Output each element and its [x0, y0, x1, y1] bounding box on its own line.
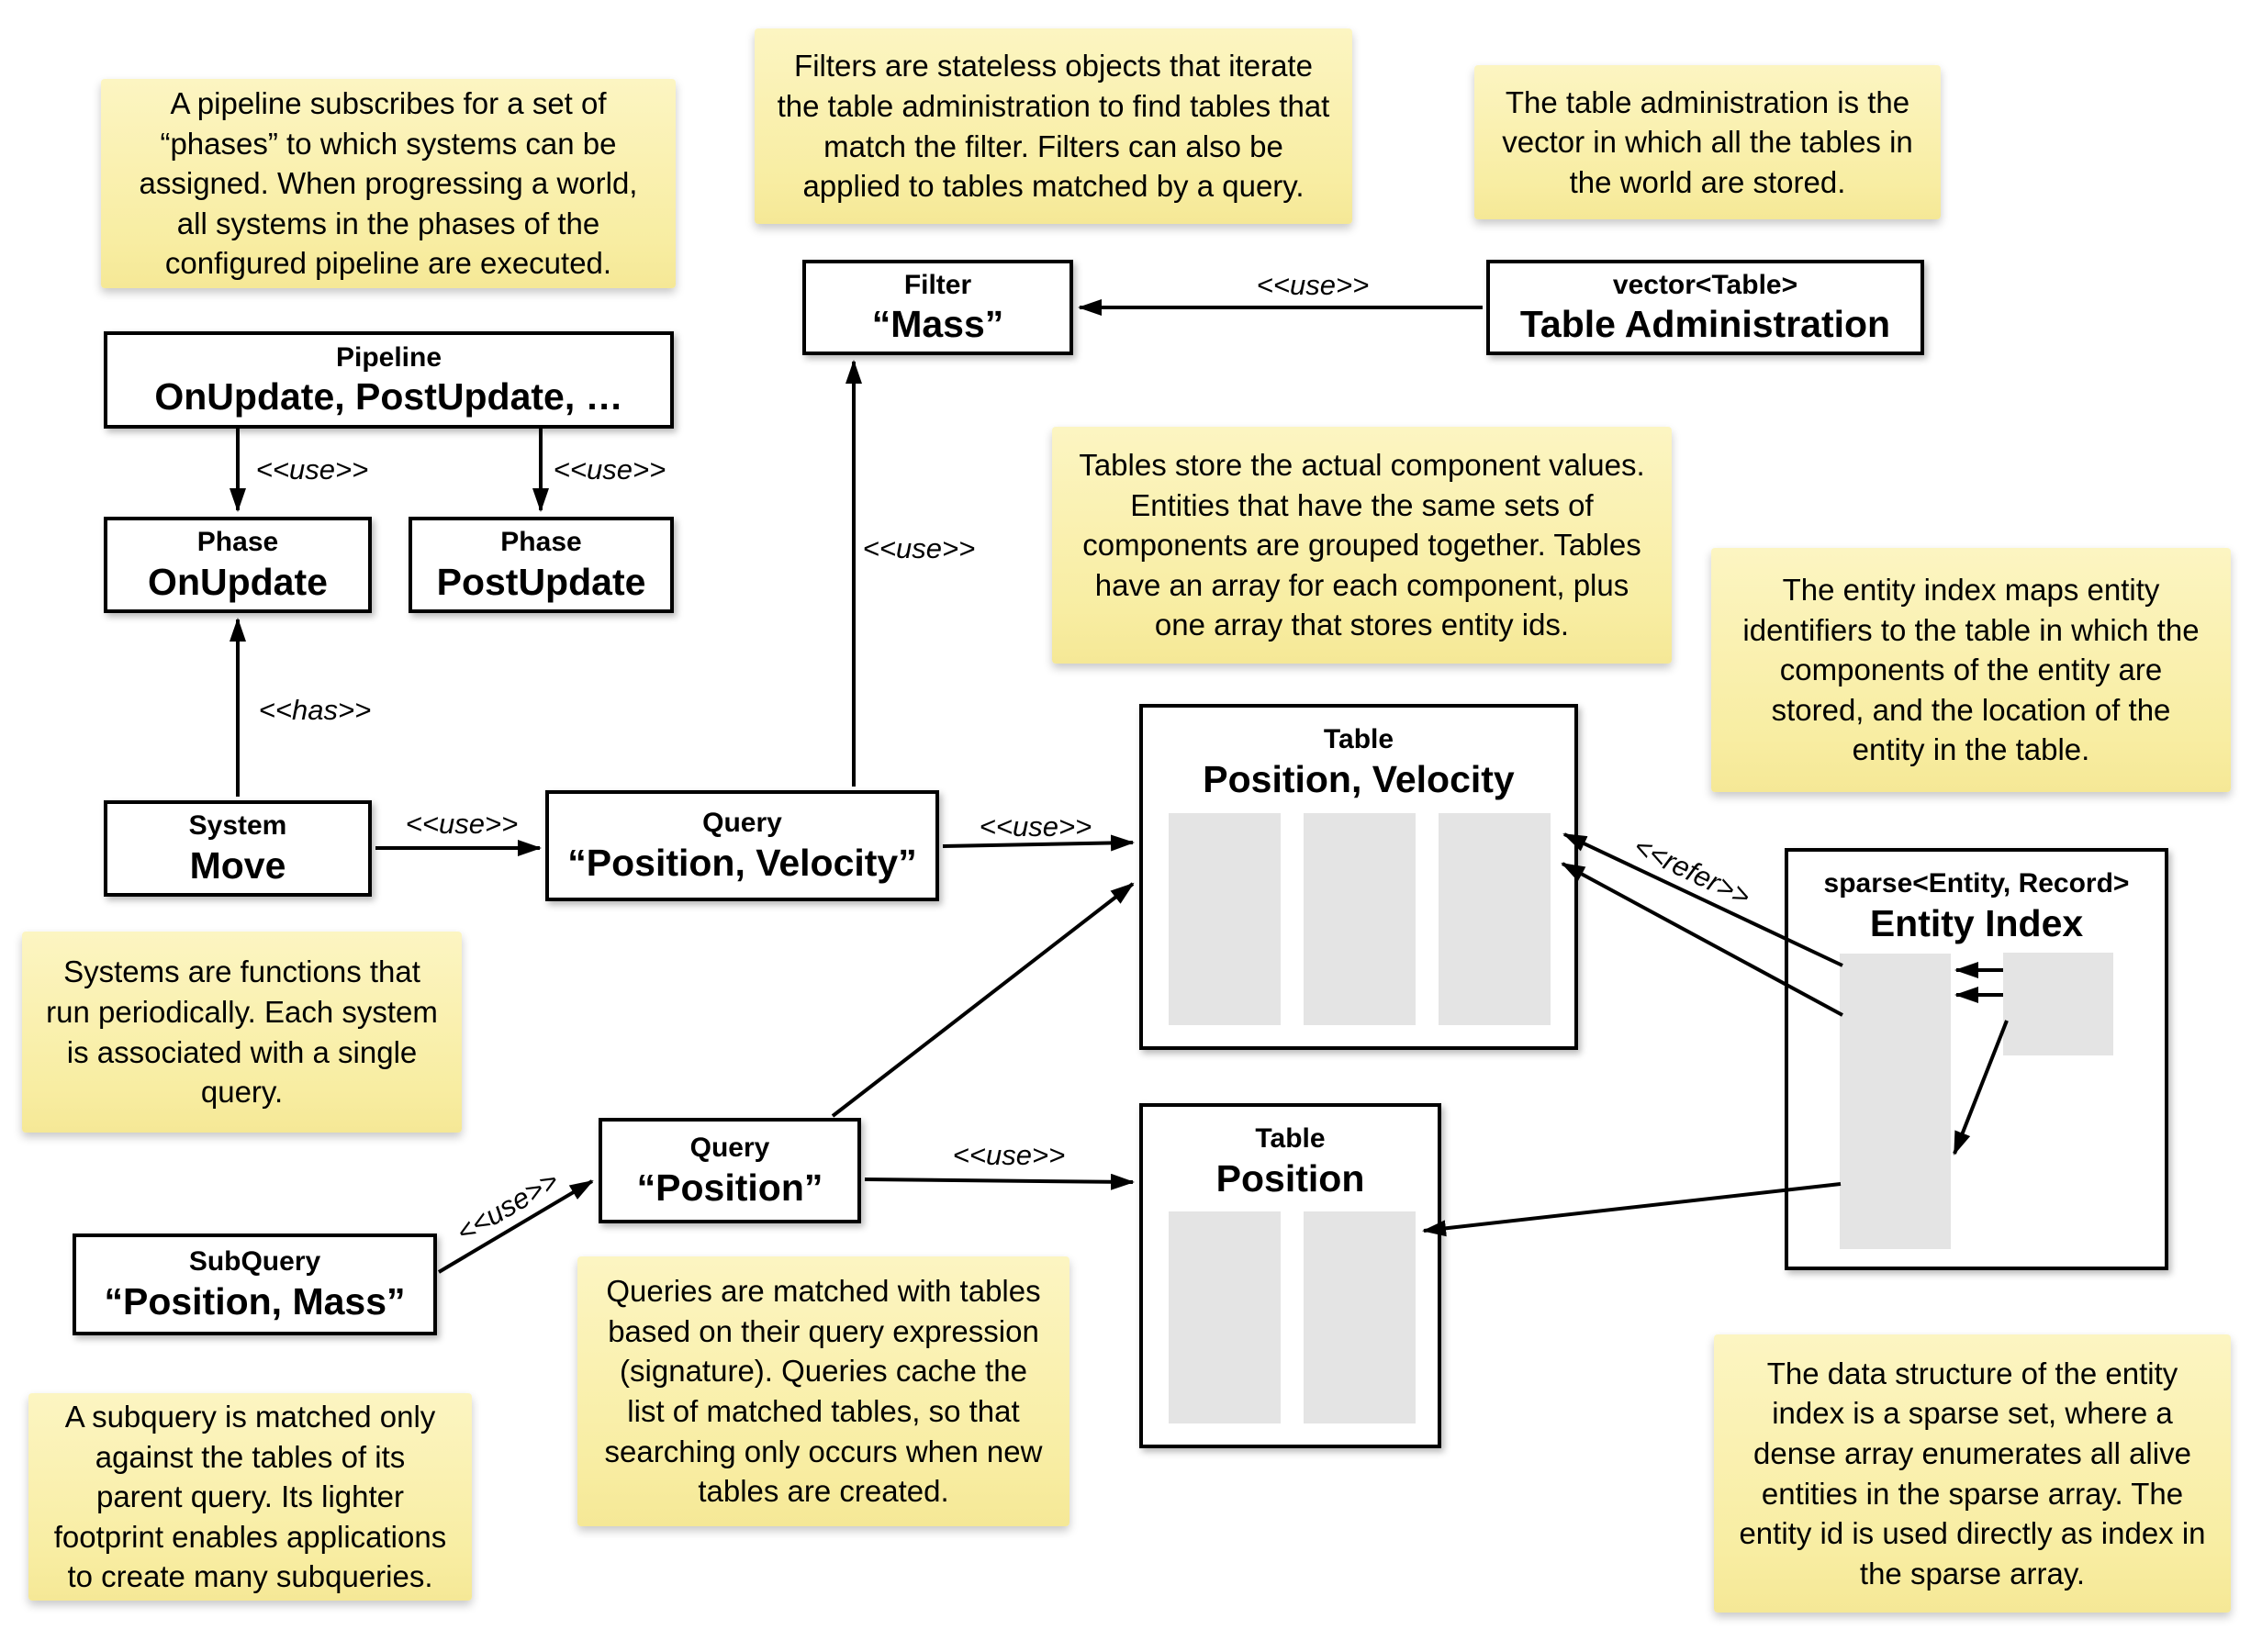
edge-label-refer-entityindex-tablepv: <<refer>>	[1629, 830, 1756, 913]
box-filter-mass-stereotype: Filter	[903, 269, 972, 300]
box-filter-mass: Filter “Mass”	[802, 260, 1073, 355]
box-query-position: Query “Position”	[599, 1118, 861, 1223]
component-array-1	[1169, 813, 1281, 1025]
note-subquery-text: A subquery is matched only against the t…	[53, 1400, 447, 1594]
dense-array	[2003, 953, 2113, 1055]
box-entity-index-stereotype: sparse<Entity, Record>	[1823, 868, 2130, 899]
box-table-administration: vector<Table> Table Administration	[1486, 260, 1924, 355]
box-phase-onupdate-stereotype: Phase	[196, 527, 279, 558]
edge-label-use-query-filter: <<use>>	[862, 532, 976, 564]
note-table-administration-text: The table administration is the vector i…	[1502, 84, 1913, 199]
note-entity-index: The entity index maps entity identifiers…	[1711, 548, 2231, 792]
box-table-administration-name: Table Administration	[1519, 303, 1891, 346]
note-tables: Tables store the actual component values…	[1052, 427, 1672, 664]
box-table-position-velocity-stereotype: Table	[1323, 724, 1394, 754]
note-subquery: A subquery is matched only against the t…	[28, 1393, 472, 1601]
box-table-position: Table Position	[1139, 1103, 1441, 1448]
edge-label-use-system-query: <<use>>	[405, 808, 519, 840]
box-filter-mass-name: “Mass”	[871, 303, 1004, 346]
note-filters: Filters are stateless objects that itera…	[755, 28, 1352, 224]
note-sparse-set: The data structure of the entity index i…	[1714, 1334, 2231, 1613]
box-phase-postupdate-name: PostUpdate	[436, 560, 646, 603]
note-filters-text: Filters are stateless objects that itera…	[777, 49, 1330, 204]
sparse-array	[1840, 954, 1951, 1249]
box-query-position-velocity-name: “Position, Velocity”	[567, 841, 917, 884]
box-subquery-position-mass-name: “Position, Mass”	[104, 1279, 406, 1323]
box-entity-index-name: Entity Index	[1869, 901, 2084, 944]
edge-label-use-querypv-tablepv: <<use>>	[979, 810, 1092, 843]
component-array-2	[1304, 813, 1416, 1025]
edge-label-has-system-phase: <<has>>	[258, 694, 372, 726]
arrow-entity-index-to-table-p	[1422, 1182, 1842, 1237]
edge-label-use-subquery-queryp: <<use>>	[451, 1164, 565, 1249]
component-array-3	[1439, 813, 1551, 1025]
box-query-position-name: “Position”	[636, 1166, 823, 1209]
note-entity-index-text: The entity index maps entity identifiers…	[1742, 573, 2200, 767]
note-table-administration: The table administration is the vector i…	[1474, 65, 1941, 219]
note-queries-text: Queries are matched with tables based on…	[604, 1274, 1043, 1509]
component-array-5	[1304, 1211, 1416, 1423]
arrow-query-p-to-table-pv	[831, 882, 1135, 1118]
note-queries: Queries are matched with tables based on…	[577, 1256, 1069, 1526]
box-table-position-velocity: Table Position, Velocity	[1139, 704, 1578, 1050]
note-sparse-set-text: The data structure of the entity index i…	[1739, 1356, 2206, 1591]
box-table-position-name: Position	[1215, 1156, 1365, 1200]
box-query-position-velocity: Query “Position, Velocity”	[545, 790, 939, 901]
edge-label-use-pipeline-onupdate: <<use>>	[255, 453, 369, 486]
box-subquery-position-mass: SubQuery “Position, Mass”	[73, 1233, 437, 1335]
box-pipeline-stereotype: Pipeline	[335, 341, 442, 373]
box-system-move-name: Move	[189, 843, 286, 887]
box-table-position-stereotype: Table	[1255, 1123, 1326, 1154]
box-table-position-velocity-name: Position, Velocity	[1203, 757, 1515, 800]
note-systems: Systems are functions that run periodica…	[22, 932, 462, 1133]
box-system-move: System Move	[104, 800, 372, 897]
box-subquery-position-mass-stereotype: SubQuery	[188, 1246, 321, 1278]
box-query-position-stereotype: Query	[689, 1133, 770, 1164]
edge-label-use-pipeline-postupdate: <<use>>	[553, 453, 666, 486]
note-pipeline: A pipeline subscribes for a set of “phas…	[101, 79, 676, 288]
edge-label-use-tableadmin-filter: <<use>>	[1256, 269, 1370, 301]
note-systems-text: Systems are functions that run periodica…	[46, 954, 438, 1110]
box-query-position-velocity-stereotype: Query	[702, 808, 782, 839]
box-phase-postupdate-stereotype: Phase	[500, 527, 582, 558]
component-array-4	[1169, 1211, 1281, 1423]
edge-label-use-queryp-tablep: <<use>>	[952, 1139, 1066, 1171]
box-entity-index: sparse<Entity, Record> Entity Index	[1785, 848, 2168, 1270]
box-phase-onupdate: Phase OnUpdate	[104, 517, 372, 613]
box-phase-onupdate-name: OnUpdate	[148, 560, 328, 603]
box-table-administration-stereotype: vector<Table>	[1612, 269, 1798, 300]
arrow-query-p-to-table-p	[864, 1173, 1135, 1190]
note-tables-text: Tables store the actual component values…	[1079, 448, 1645, 642]
box-system-move-stereotype: System	[188, 810, 287, 842]
note-pipeline-text: A pipeline subscribes for a set of “phas…	[139, 86, 638, 281]
box-pipeline: Pipeline OnUpdate, PostUpdate, …	[104, 331, 674, 429]
box-pipeline-name: OnUpdate, PostUpdate, …	[154, 375, 623, 419]
box-phase-postupdate: Phase PostUpdate	[409, 517, 674, 613]
